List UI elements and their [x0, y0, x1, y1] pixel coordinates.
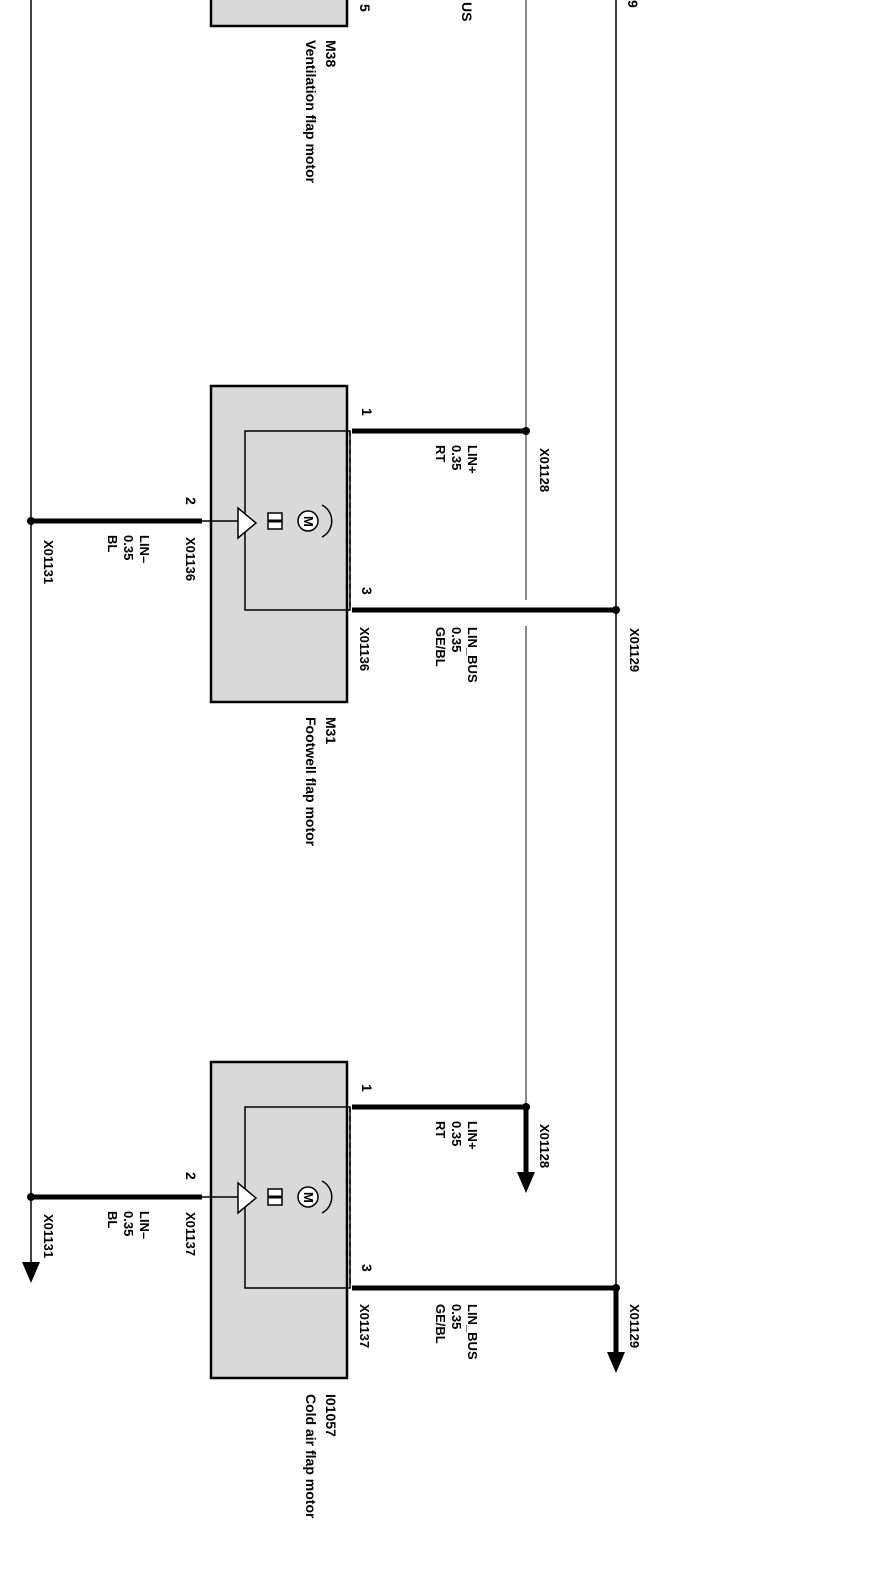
i01057-splice-right-label: X01129	[627, 1304, 642, 1348]
m38-box	[209, 0, 349, 28]
i01057-lin-bus-size: 0.35	[449, 1304, 464, 1329]
m31-splice-x01129	[612, 606, 620, 614]
lin-minus-continue-arrow	[22, 1262, 40, 1283]
i01057-lin-minus-signal: LIN–	[137, 1211, 152, 1239]
m31-connector-pin2: X01136	[183, 537, 198, 581]
m31-pin1-label: 1	[359, 408, 375, 416]
i01057-id-label: I01057	[323, 1394, 339, 1437]
i01057-lin-plus-color: RT	[433, 1121, 448, 1138]
i01057-pin2-label: 2	[183, 1172, 199, 1180]
i01057-driver-triangle	[237, 1181, 258, 1215]
m31-lin-bus-signal: LIN_BUS	[465, 627, 480, 683]
m31-lin-plus-signal: LIN+	[465, 445, 480, 474]
m31-lin-bus-color: GE/BL	[433, 627, 448, 667]
m31-splice-left-label: X01131	[41, 540, 56, 584]
i01057-pin1-label: 1	[359, 1084, 375, 1092]
m38-name-label: Ventilation flap motor	[303, 40, 319, 184]
m38-pin5-label: 5	[357, 4, 373, 12]
bus-fragment-label: US	[459, 2, 475, 21]
i01057-lin-plus-size: 0.35	[449, 1121, 464, 1146]
i01057-lin-minus-size: 0.35	[121, 1211, 136, 1236]
top-pin9-label: 9	[625, 0, 641, 8]
m31-splice-top-label: X01128	[537, 448, 552, 492]
m31-lin-plus-color: RT	[433, 445, 448, 462]
m31-lin-plus-size: 0.35	[449, 445, 464, 470]
i01057-box	[209, 1060, 349, 1380]
m31-lin-bus-size: 0.35	[449, 627, 464, 652]
i01057-rotation-arrow-icon	[321, 1180, 333, 1214]
i01057-splice-x01131	[27, 1193, 35, 1201]
m31-rotation-arrow-icon	[321, 504, 333, 538]
i01057-lin-bus-color: GE/BL	[433, 1304, 448, 1344]
m31-splice-right-label: X01129	[627, 628, 642, 672]
i01057-splice-top-label: X01128	[537, 1124, 552, 1168]
i01057-splice-x01129	[612, 1284, 620, 1292]
m31-pin2-label: 2	[183, 497, 199, 505]
m38-id-label: M38	[323, 40, 339, 67]
i01057-component: M 1 2 3 LIN+ 0.35 RT LIN– 0.35 BL LIN_BU…	[27, 1060, 642, 1519]
m31-splice-x01131	[27, 517, 35, 525]
m31-id-label: M31	[323, 717, 339, 744]
i01057-connector-pin3: X01137	[357, 1304, 372, 1348]
i01057-lin-bus-signal: LIN_BUS	[465, 1304, 480, 1360]
m31-pin3-label: 3	[359, 587, 375, 595]
lin-plus-continue-arrow	[517, 1172, 535, 1193]
lin-bus-continue-arrow	[607, 1352, 625, 1373]
i01057-lin-minus-color: BL	[105, 1211, 120, 1228]
i01057-pin3-label: 3	[359, 1264, 375, 1272]
m31-splice-x01128	[522, 427, 530, 435]
m31-component: M 1 2 3 LIN+ 0.35 RT LIN– 0.35 BL LIN_BU…	[27, 384, 642, 847]
i01057-connector-pin2: X01137	[183, 1212, 198, 1256]
i01057-name-label: Cold air flap motor	[303, 1394, 319, 1519]
m31-lin-minus-size: 0.35	[121, 535, 136, 560]
m31-motor-m-icon: M	[301, 516, 316, 527]
m31-driver-triangle	[237, 506, 258, 540]
i01057-lin-plus-signal: LIN+	[465, 1121, 480, 1150]
i01057-splice-x01128	[522, 1103, 530, 1111]
i01057-splice-left-label: X01131	[41, 1214, 56, 1258]
m31-motor-icon	[297, 510, 319, 532]
m31-connector-pin3: X01136	[357, 627, 372, 671]
m31-box	[209, 384, 349, 704]
m31-lin-minus-signal: LIN–	[137, 535, 152, 563]
i01057-motor-icon	[297, 1186, 319, 1208]
i01057-motor-m-icon: M	[301, 1192, 316, 1203]
m31-name-label: Footwell flap motor	[303, 717, 319, 847]
m31-lin-minus-color: BL	[105, 535, 120, 552]
